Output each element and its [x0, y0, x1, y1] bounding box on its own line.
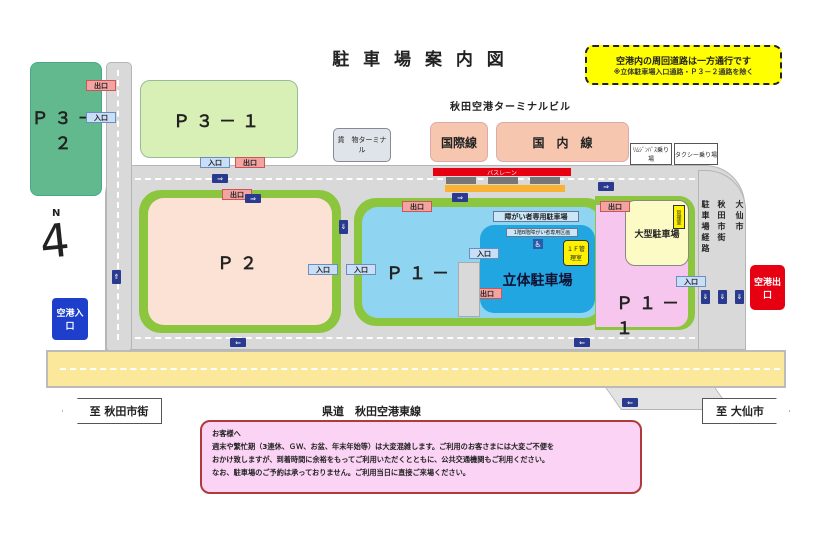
direction-arrow-icon: ⇒ — [452, 193, 468, 202]
direction-arrow-icon: ⇓ — [718, 290, 727, 304]
bus-lane: バスレーン — [433, 168, 571, 177]
large-vehicle-parking[interactable]: 大型駐車場 — [625, 200, 689, 266]
office-box: 管理室 — [673, 205, 685, 229]
multistory-label: 立体駐車場 — [502, 273, 573, 289]
lot-p2-label: Ｐ２ — [217, 254, 263, 274]
cargo-terminal: 貨 物ターミナル — [333, 128, 391, 162]
disabled-parking-label: 障がい者専用駐車場 — [493, 211, 579, 222]
lot-p2[interactable]: Ｐ２ — [148, 198, 332, 325]
direction-arrow-icon: ⇑ — [112, 270, 121, 284]
p3-2-entrance-tag: 入口 — [86, 112, 116, 123]
limousine-stop: ﾘﾑｼﾞﾝﾊﾞｽ乗り場 — [630, 143, 672, 165]
direction-arrow-icon: ⇓ — [339, 220, 348, 234]
domestic-terminal[interactable]: 国 内 線 — [496, 122, 629, 162]
direction-arrow-icon: ⇓ — [701, 290, 710, 304]
one-way-notice-line2: ※立体駐車場入口通路・Ｐ３－２通路を除く — [613, 67, 754, 76]
notice-line1: 週末や繁忙期（3連休、ＧＷ、お盆、年末年始等）は大変混雑します。ご利用のお客さま… — [212, 442, 555, 451]
multistory-entrance-lane — [458, 262, 480, 317]
direction-arrow-icon: ⇐ — [230, 338, 246, 347]
airport-entrance: 空港入口 — [52, 298, 88, 340]
direction-arrow-icon: ⇒ — [598, 182, 614, 191]
p1-1-entrance-tag: 入口 — [676, 276, 706, 287]
road-west — [106, 62, 132, 352]
direction-arrow-icon: ⇒ — [245, 194, 261, 203]
north-label: N — [52, 208, 61, 219]
p1-1-exit-tag: 出口 — [600, 201, 630, 212]
notice-line2: おかけ致しますが、到着時間に余裕をもってご利用いただくとともに、公共交通機関もご… — [212, 455, 550, 464]
office-1f: １Ｆ管理室 — [563, 240, 589, 266]
one-way-notice: 空港内の周回道路は一方通行です ※立体駐車場入口通路・Ｐ３－２通路を除く — [585, 45, 782, 85]
customer-notice: お客様へ 週末や繁忙期（3連休、ＧＷ、お盆、年末年始等）は大変混雑します。ご利用… — [200, 420, 642, 494]
to-akita-road-label: 秋田市街 — [717, 200, 726, 244]
lot-p3-2[interactable]: Ｐ３－２ — [30, 62, 102, 196]
to-daisen-label: 至 大仙市 — [716, 405, 764, 418]
international-terminal[interactable]: 国際線 — [430, 122, 488, 162]
airport-exit: 空港出口 — [750, 265, 785, 310]
notice-line3: なお、駐車場のご予約は承っておりません。ご利用当日に直接ご来場ください。 — [212, 468, 470, 477]
direction-arrow-icon: ⇐ — [574, 338, 590, 347]
p2-entrance-tag: 入口 — [308, 264, 338, 275]
large-vehicle-label: 大型駐車場 — [634, 229, 680, 240]
notice-title: お客様へ — [212, 429, 241, 438]
direction-arrow-icon: ⇐ — [622, 398, 638, 407]
to-daisen-sign: 至 大仙市 — [702, 398, 790, 424]
direction-arrow-icon: ⇓ — [735, 290, 744, 304]
north-arrow-icon: 4 — [37, 212, 73, 270]
lot-p3-1-label: Ｐ３－１ — [173, 111, 265, 132]
disabled-1f-label: 1階B階障がい者専用区画 — [506, 228, 578, 237]
bus-stops — [446, 177, 566, 184]
lot-p1-1-label: Ｐ１－１ — [616, 294, 685, 339]
direction-arrow-icon: ⇒ — [212, 174, 228, 183]
parking-route-label: 駐車場経路 — [701, 200, 710, 255]
loading-zone — [445, 185, 565, 192]
to-akita-label: 至 秋田市街 — [89, 405, 149, 418]
to-akita-sign: 至 秋田市街 — [62, 398, 162, 424]
multistory-entrance-tag: 入口 — [469, 248, 499, 259]
taxi-stop: タクシー乗り場 — [674, 143, 718, 165]
terminal-name: 秋田空港ターミナルビル — [450, 102, 571, 113]
road-name: 県道 秋田空港東線 — [322, 405, 421, 418]
p3-2-exit-tag: 出口 — [86, 80, 116, 91]
p3-1-exit-tag: 出口 — [235, 157, 265, 168]
to-daisen-road-label: 大仙市 — [735, 200, 744, 233]
one-way-notice-line1: 空港内の周回道路は一方通行です — [615, 56, 751, 67]
wheelchair-icon: ♿ — [533, 239, 543, 249]
page-title: 駐 車 場 案 内 図 — [332, 50, 508, 70]
p1-2-entrance-tag: 入口 — [346, 264, 376, 275]
p3-1-entrance-tag: 入口 — [200, 157, 230, 168]
p1-2-exit-tag: 出口 — [402, 201, 432, 212]
lot-p3-2-label: Ｐ３－２ — [31, 109, 101, 154]
road-east — [698, 170, 746, 350]
lot-p3-1[interactable]: Ｐ３－１ — [140, 80, 298, 158]
lot-p1-2-label: Ｐ１－２ — [386, 264, 478, 284]
